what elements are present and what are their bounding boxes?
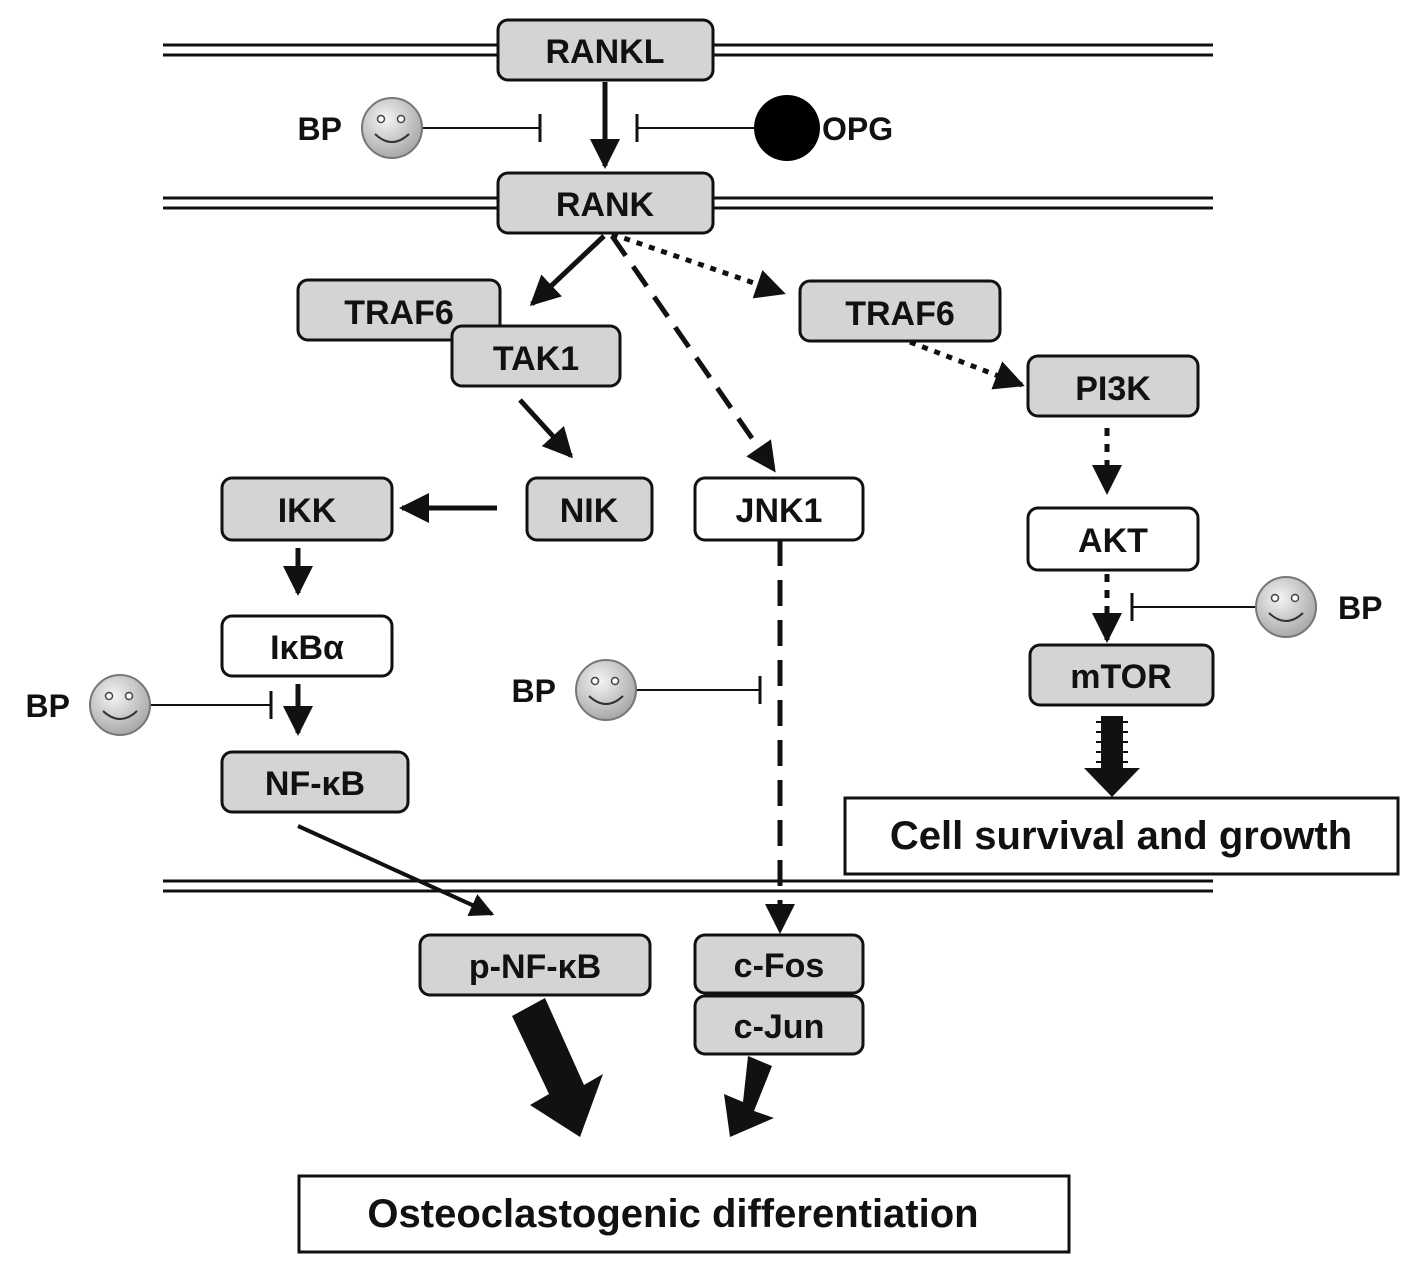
arrow-traf6-to-pi3k-dotted [909, 339, 1025, 390]
node-mtor-label: mTOR [1070, 658, 1171, 696]
node-traf6-left: TRAF6 [296, 278, 502, 342]
inhibit-bp-mtor [1130, 593, 1256, 621]
node-c-jun: c-Jun [693, 994, 865, 1056]
node-tak1-label: TAK1 [493, 340, 579, 378]
node-traf6-right: TRAF6 [798, 279, 1002, 343]
arrow-c-jun-to-differentiation [724, 1056, 774, 1137]
node-traf6-right-label: TRAF6 [845, 295, 955, 333]
bp-label-middle: BP [512, 673, 556, 709]
arrow-nfkb-to-p-nfkb [297, 824, 495, 917]
node-p-nfkb-label: p-NF-κB [469, 948, 601, 986]
inhibit-opg-rank [635, 114, 760, 142]
arrow-rank-to-jnk1-dashed [609, 234, 777, 473]
arrow-tak1-to-nik [518, 398, 574, 459]
bp-smiley-icon-left [89, 674, 151, 736]
node-jnk1: JNK1 [693, 476, 865, 542]
node-tak1: TAK1 [450, 324, 622, 388]
outcome-osteoclastogenic-label: Osteoclastogenic differentiation [367, 1192, 978, 1236]
node-rankl: RANKL [496, 18, 715, 82]
bp-smiley-icon-middle [575, 659, 637, 721]
opg-circle-icon [754, 95, 820, 161]
node-nfkb: NF-κB [220, 750, 410, 814]
outcome-osteoclastogenic: Osteoclastogenic differentiation [297, 1174, 1071, 1254]
inhibit-bp-nfkb [150, 691, 273, 719]
node-nfkb-label: NF-κB [265, 765, 365, 803]
node-traf6-left-label: TRAF6 [344, 294, 454, 332]
node-rankl-label: RANKL [546, 33, 665, 71]
node-nik-label: NIK [560, 492, 619, 530]
bp-label-right: BP [1338, 590, 1382, 626]
node-pi3k-label: PI3K [1075, 370, 1151, 408]
opg-label: OPG [822, 111, 893, 147]
node-akt: AKT [1026, 506, 1200, 572]
node-nik: NIK [525, 476, 654, 542]
arrow-rank-to-traf6-left [529, 234, 606, 307]
node-ikba: IκBα [220, 614, 394, 678]
inhibit-bp-jnk1 [636, 676, 762, 704]
node-c-fos: c-Fos [693, 933, 865, 995]
node-rank-label: RANK [556, 186, 655, 224]
node-p-nfkb: p-NF-κB [418, 933, 652, 997]
node-jnk1-label: JNK1 [736, 492, 823, 530]
node-rank: RANK [496, 171, 715, 235]
node-ikk: IKK [220, 476, 394, 542]
node-akt-label: AKT [1078, 522, 1148, 560]
node-c-fos-label: c-Fos [734, 947, 825, 985]
arrow-mtor-to-cell-survival [1084, 716, 1140, 797]
node-c-jun-label: c-Jun [734, 1008, 825, 1046]
node-pi3k: PI3K [1026, 354, 1200, 418]
membrane-nuclear [163, 879, 1213, 893]
bp-label-top: BP [298, 111, 342, 147]
outcome-cell-survival: Cell survival and growth [843, 796, 1400, 876]
node-ikk-label: IKK [278, 492, 337, 530]
bp-label-left: BP [26, 688, 70, 724]
bp-smiley-icon-top [361, 97, 423, 159]
arrow-rank-to-traf6-right-dotted [611, 231, 786, 299]
node-ikba-label: IκBα [270, 629, 344, 667]
outcome-cell-survival-label: Cell survival and growth [890, 814, 1352, 858]
node-mtor: mTOR [1028, 643, 1215, 707]
bp-smiley-icon-right [1255, 576, 1317, 638]
inhibit-bp-rank [423, 114, 542, 142]
arrow-p-nfkb-to-differentiation [512, 998, 603, 1137]
